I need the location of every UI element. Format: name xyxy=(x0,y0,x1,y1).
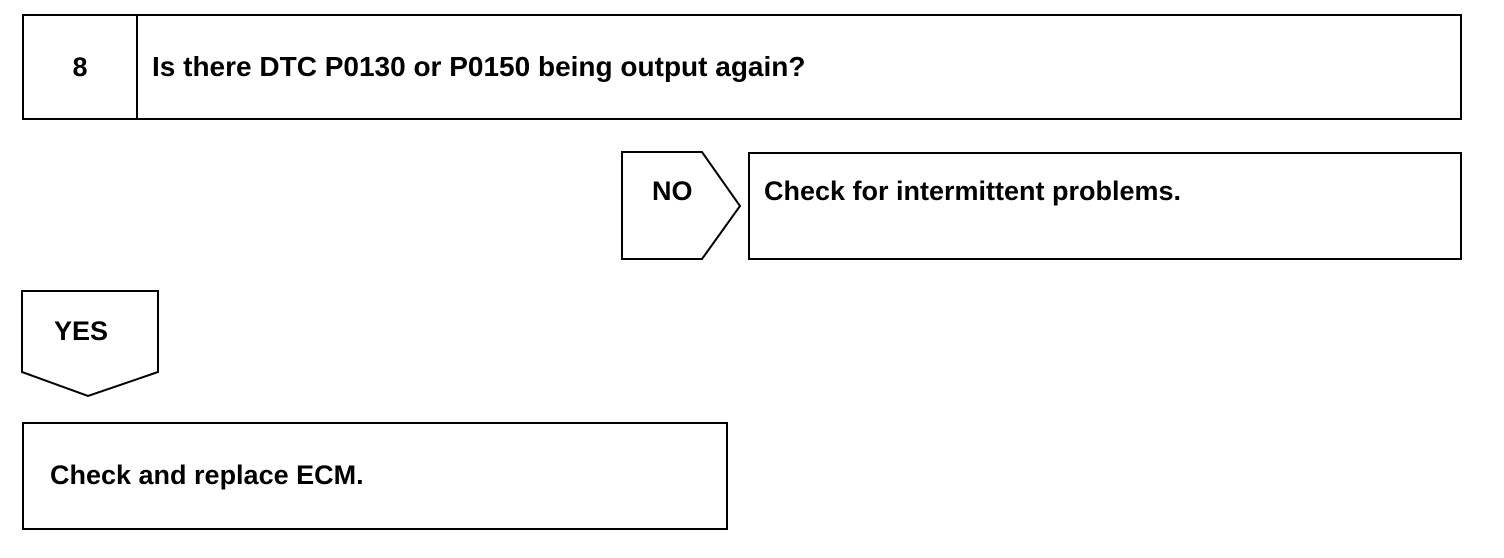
no-result-text: Check for intermittent problems. xyxy=(764,176,1182,206)
yes-result-box: Check and replace ECM. xyxy=(22,422,728,530)
no-result-box: Check for intermittent problems. xyxy=(748,152,1462,260)
yes-arrow-shape xyxy=(21,290,159,398)
step-box: 8 Is there DTC P0130 or P0150 being outp… xyxy=(22,14,1462,120)
no-branch-label: NO xyxy=(652,176,693,206)
step-number: 8 xyxy=(24,16,138,118)
yes-result-text: Check and replace ECM. xyxy=(50,460,364,490)
step-question: Is there DTC P0130 or P0150 being output… xyxy=(152,51,806,82)
yes-branch-label: YES xyxy=(54,316,109,346)
no-arrow-shape xyxy=(621,151,742,260)
